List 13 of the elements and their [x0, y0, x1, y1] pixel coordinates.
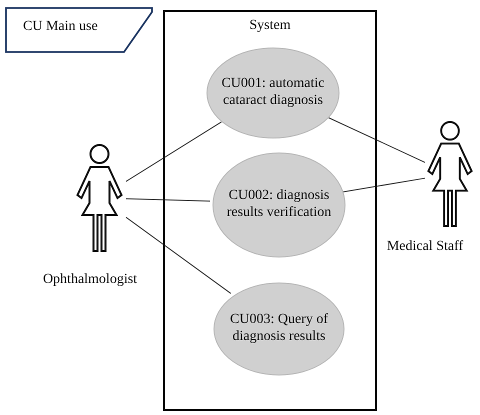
system-label: System [248, 18, 292, 34]
use-case-label: CU001: automatic cataract diagnosis [220, 76, 326, 110]
actor-label: Medical Staff [386, 239, 464, 255]
system-boundary [163, 10, 377, 411]
association-line [126, 198, 211, 202]
frame-label: CU Main use [23, 19, 98, 35]
association-line [326, 116, 426, 163]
use-case-label: CU002: diagnosis results verification [226, 188, 332, 222]
use-case-label: CU003: Query of diagnosis results [229, 312, 329, 346]
association-line [126, 121, 222, 182]
actor-label: Ophthalmologist [42, 272, 138, 288]
association-line [342, 178, 426, 193]
association-line [126, 216, 232, 294]
